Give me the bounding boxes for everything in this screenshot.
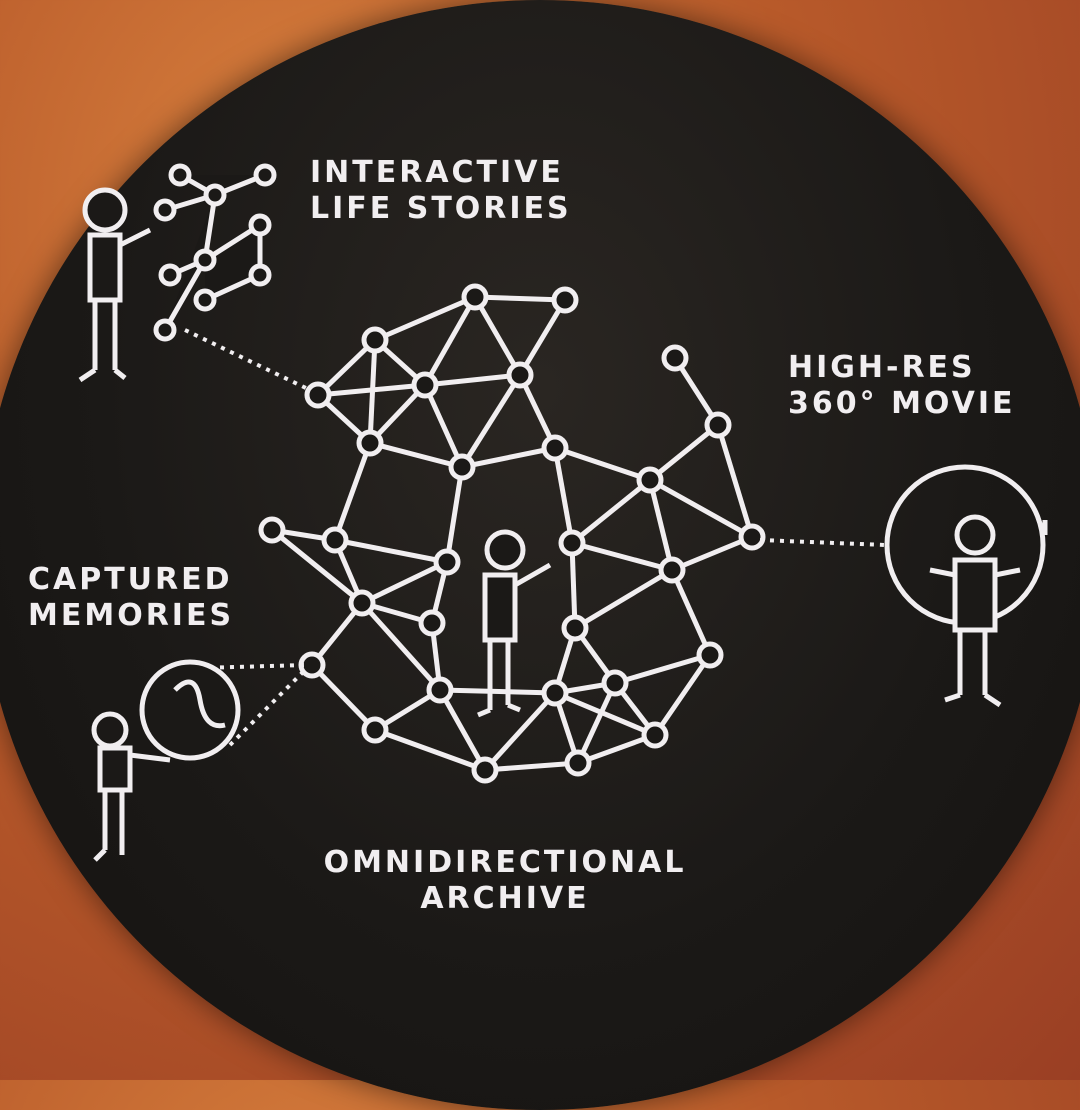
- network-edge: [552, 447, 575, 544]
- network-node: [661, 344, 689, 372]
- network-edge: [459, 373, 523, 469]
- network-node: [551, 286, 579, 314]
- network-edge: [439, 687, 556, 696]
- network-edge: [367, 339, 378, 444]
- person-icon-left-top: [78, 187, 152, 383]
- network-edge: [360, 601, 442, 692]
- network-edge: [647, 479, 675, 571]
- network-edge: [310, 663, 377, 732]
- label-line: HIGH-RES: [788, 350, 976, 385]
- label-line: LIFE STORIES: [310, 191, 572, 226]
- network-edge: [374, 727, 486, 773]
- network-node: [564, 749, 592, 777]
- network-node: [258, 516, 286, 544]
- network-node: [471, 756, 499, 784]
- network-edge: [360, 559, 449, 606]
- network-edge: [461, 445, 556, 470]
- label-omnidirectional-archive: OMNIDIRECTIONAL ARCHIVE: [310, 845, 700, 917]
- network-edge: [437, 688, 488, 772]
- network-edge: [270, 528, 364, 605]
- network-edge: [374, 294, 476, 343]
- network-node: [541, 679, 569, 707]
- network-edge: [652, 653, 713, 737]
- network-node: [426, 676, 454, 704]
- life-stories-tree-icon: [153, 163, 277, 342]
- label-line: ARCHIVE: [420, 881, 590, 916]
- network-edge: [422, 295, 478, 387]
- network-edge: [570, 478, 652, 545]
- diagram-art: [78, 163, 1048, 862]
- network-node: [348, 589, 376, 617]
- network-edge: [369, 440, 463, 470]
- network-edge: [424, 372, 521, 388]
- person-with-memory-bubble-icon: [91, 659, 241, 862]
- network-edge: [517, 298, 568, 377]
- network-node: [558, 529, 586, 557]
- label-line: 360° MOVIE: [788, 386, 1016, 421]
- network-node: [636, 466, 664, 494]
- label-line: CAPTURED: [28, 562, 233, 597]
- network-edge: [444, 466, 465, 563]
- network-edge: [483, 691, 557, 772]
- network-node: [361, 716, 389, 744]
- person-in-sphere-icon: [884, 464, 1048, 708]
- person-center-icon: [477, 529, 552, 718]
- network-node: [461, 283, 489, 311]
- network-edge: [554, 690, 656, 738]
- network-edge: [422, 383, 465, 469]
- network-edge: [648, 423, 720, 482]
- network-node: [738, 523, 766, 551]
- label-line: MEMORIES: [28, 598, 235, 633]
- network-node: [506, 361, 534, 389]
- label-interactive-life-stories: INTERACTIVE LIFE STORIES: [310, 155, 572, 227]
- network-node: [658, 556, 686, 584]
- network-edge: [332, 442, 373, 541]
- network-node: [641, 721, 669, 749]
- network-node: [304, 381, 332, 409]
- network-node: [704, 411, 732, 439]
- network-edge: [472, 295, 523, 377]
- label-line: OMNIDIRECTIONAL: [323, 845, 687, 880]
- network-edge: [671, 534, 753, 573]
- network-edge: [648, 477, 754, 540]
- network-node: [433, 548, 461, 576]
- network-edge: [569, 542, 578, 629]
- network-node: [448, 453, 476, 481]
- network-node: [418, 609, 446, 637]
- label-captured-memories: CAPTURED MEMORIES: [28, 562, 234, 634]
- network-nodes: [258, 283, 766, 784]
- network-node: [561, 614, 589, 642]
- network-node: [411, 371, 439, 399]
- network-edge: [334, 537, 448, 565]
- network-node: [321, 526, 349, 554]
- network-edge: [484, 760, 579, 773]
- network-node: [356, 429, 384, 457]
- network-edge: [577, 732, 656, 766]
- network-node: [541, 434, 569, 462]
- label-high-res-movie: HIGH-RES 360° MOVIE: [788, 350, 1016, 422]
- network-edge: [571, 540, 673, 573]
- network-edge: [575, 681, 618, 765]
- network-edge: [573, 567, 674, 631]
- network-node: [601, 669, 629, 697]
- network-edge: [614, 652, 711, 686]
- network-edge: [669, 568, 713, 657]
- dotted-connectors: [184, 328, 886, 747]
- label-line: INTERACTIVE: [310, 155, 564, 190]
- network-edge: [474, 294, 566, 303]
- network-node: [696, 641, 724, 669]
- network-edge: [715, 424, 755, 538]
- network-edge: [554, 445, 651, 483]
- network-node: [361, 326, 389, 354]
